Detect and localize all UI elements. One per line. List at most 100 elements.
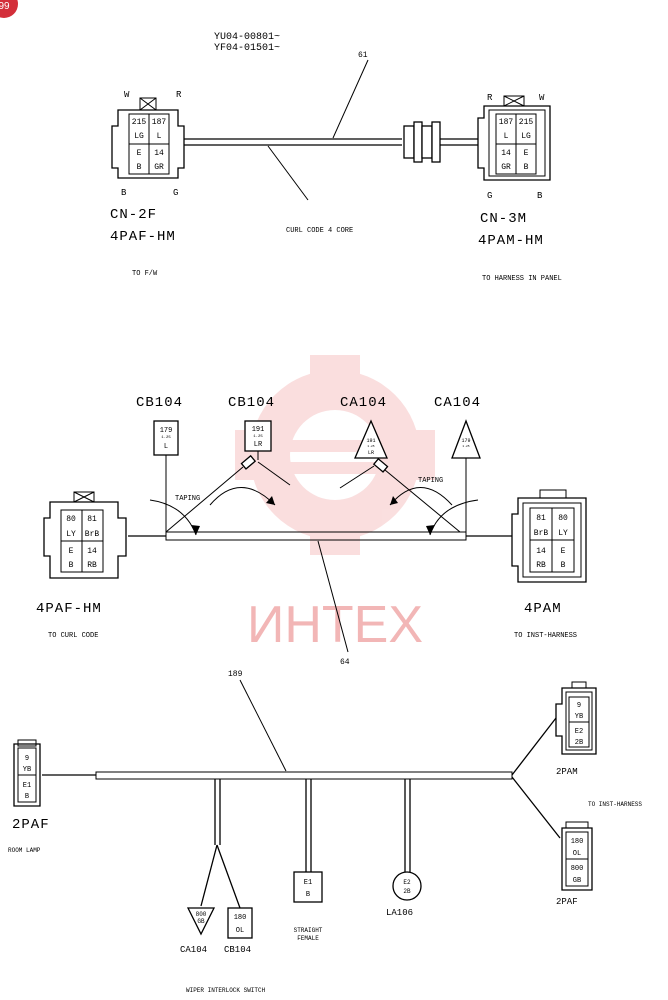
svg-text:179: 179 xyxy=(160,427,173,435)
cn-2f-dest: TO F/W xyxy=(132,270,158,278)
svg-text:G: G xyxy=(487,191,492,201)
terminal-label-3: CA104 xyxy=(340,395,387,411)
middle-harness: CB104 CB104 CA104 CA104 179 1.25 L 191 1… xyxy=(36,395,587,667)
svg-text:RB: RB xyxy=(536,561,546,570)
svg-text:2B: 2B xyxy=(403,888,411,895)
middle-left-type: 4PAF-HM xyxy=(36,601,102,617)
cn-3m-name: CN-3M xyxy=(480,211,527,227)
cb104-terminal xyxy=(227,907,253,939)
svg-text:OL: OL xyxy=(573,850,581,858)
terminal-box-1 xyxy=(153,420,179,456)
svg-text:E2: E2 xyxy=(575,728,583,736)
straight-label-1: STRAIGHT xyxy=(294,927,323,934)
svg-text:187: 187 xyxy=(499,118,514,127)
svg-text:B: B xyxy=(524,163,529,172)
svg-text:W: W xyxy=(124,90,130,100)
la106-code: LA106 xyxy=(386,908,413,918)
svg-text:1.25: 1.25 xyxy=(253,435,263,439)
terminal-label-2: CB104 xyxy=(228,395,275,411)
svg-text:B: B xyxy=(69,561,74,570)
terminal-label-1: CB104 xyxy=(136,395,183,411)
terminal-tri-3 xyxy=(354,419,388,459)
svg-text:215: 215 xyxy=(519,118,534,127)
svg-text:14: 14 xyxy=(154,149,164,158)
svg-text:B: B xyxy=(306,891,310,899)
svg-text:YB: YB xyxy=(575,713,583,721)
svg-text:215: 215 xyxy=(132,118,147,127)
cn-3m-dest: TO HARNESS IN PANEL xyxy=(482,275,562,283)
svg-text:LY: LY xyxy=(558,529,568,538)
svg-text:YB: YB xyxy=(23,766,31,774)
svg-text:E: E xyxy=(561,547,566,556)
cb104-code: CB104 xyxy=(224,945,251,955)
svg-text:1.25: 1.25 xyxy=(367,445,374,448)
svg-text:9: 9 xyxy=(577,702,581,710)
svg-text:180: 180 xyxy=(571,838,584,846)
svg-text:9: 9 xyxy=(25,755,29,763)
svg-text:E2: E2 xyxy=(403,879,411,886)
part-number-1: YU04-00801~ xyxy=(214,32,280,43)
svg-text:179: 179 xyxy=(461,438,470,444)
svg-text:GB: GB xyxy=(573,877,581,885)
room-lamp-dest: ROOM LAMP xyxy=(8,847,41,854)
svg-text:G: G xyxy=(173,188,178,198)
svg-text:191: 191 xyxy=(366,438,375,444)
svg-text:14: 14 xyxy=(536,547,546,556)
terminal-label-4: CA104 xyxy=(434,395,481,411)
svg-text:81: 81 xyxy=(536,514,546,523)
svg-text:R: R xyxy=(176,90,182,100)
room-lamp-type: 2PAF xyxy=(12,817,50,833)
middle-left-dest: TO CURL CODE xyxy=(48,632,98,640)
svg-text:2B: 2B xyxy=(575,739,583,747)
svg-text:L: L xyxy=(164,443,168,451)
svg-text:GR: GR xyxy=(501,163,511,172)
svg-text:800: 800 xyxy=(196,911,207,918)
page-badge xyxy=(0,0,18,18)
top-right-2pam-connector: 9 YB E2 2B xyxy=(555,681,597,755)
bottom-harness: 189 9 YB E1 B 2PAF ROOM LAMP 9 YB E2 2 xyxy=(8,670,642,994)
svg-text:B: B xyxy=(561,561,566,570)
svg-text:B: B xyxy=(137,163,142,172)
svg-text:B: B xyxy=(537,191,543,201)
svg-text:L: L xyxy=(504,132,509,141)
svg-text:800: 800 xyxy=(571,865,584,873)
svg-text:GB: GB xyxy=(197,918,205,925)
wiper-switch-label: WIPER INTERLOCK SWITCH xyxy=(186,987,266,994)
svg-text:80: 80 xyxy=(66,515,76,524)
svg-text:LR: LR xyxy=(368,450,374,456)
svg-text:E1: E1 xyxy=(304,879,312,887)
svg-text:R: R xyxy=(487,93,493,103)
wire-64-label: 64 xyxy=(340,658,350,667)
cn-2f-connector: 215 187 LG L E 14 B GR W R B G xyxy=(111,90,185,198)
svg-text:14: 14 xyxy=(501,149,511,158)
svg-text:RB: RB xyxy=(87,561,97,570)
svg-text:GR: GR xyxy=(154,163,164,172)
middle-left-connector: 80 81 LY BrB E 14 B RB xyxy=(43,491,127,579)
svg-text:B: B xyxy=(121,188,127,198)
svg-text:E: E xyxy=(69,547,74,556)
wire-61-label: 61 xyxy=(358,51,368,60)
svg-text:187: 187 xyxy=(152,118,167,127)
part-number-2: YF04-01501~ xyxy=(214,43,280,54)
cn-3m-type: 4PAM-HM xyxy=(478,233,544,249)
bottom-right-2paf-type: 2PAF xyxy=(556,897,578,907)
svg-text:180: 180 xyxy=(234,914,247,922)
top-harness: 215 187 LG L E 14 B GR W R B G CN-2F 4PA… xyxy=(110,51,562,283)
page-badge-text: 99 xyxy=(0,1,10,12)
watermark-logo xyxy=(235,355,435,555)
svg-text:81: 81 xyxy=(87,515,97,524)
svg-text:80: 80 xyxy=(558,514,568,523)
svg-text:L: L xyxy=(157,132,162,141)
bottom-right-2paf-connector: 180 OL 800 GB xyxy=(561,821,593,891)
middle-right-dest: TO INST-HARNESS xyxy=(514,632,577,640)
svg-text:E1: E1 xyxy=(23,782,31,790)
ca104-terminal xyxy=(186,907,216,936)
top-right-2pam-type: 2PAM xyxy=(556,767,578,777)
svg-text:LG: LG xyxy=(134,132,144,141)
svg-text:14: 14 xyxy=(87,547,97,556)
right-dest: TO INST-HARNESS xyxy=(588,801,642,808)
svg-text:BrB: BrB xyxy=(534,529,549,538)
svg-text:BrB: BrB xyxy=(85,530,100,539)
svg-text:191: 191 xyxy=(252,426,265,434)
